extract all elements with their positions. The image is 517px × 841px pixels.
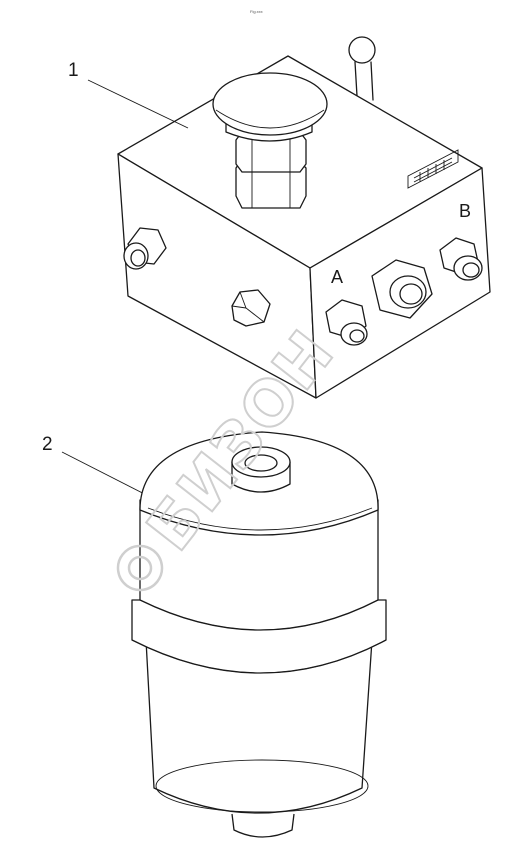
port-b-label: B: [459, 201, 471, 221]
part-1-callout: 1: [68, 60, 189, 129]
port-a-fitting: [325, 299, 368, 346]
push-button: [212, 72, 328, 209]
port-a-label: A: [331, 267, 343, 287]
port-b-fitting: [439, 237, 483, 281]
top-note: Fig.xxx: [250, 9, 263, 14]
lever: [348, 36, 376, 101]
part-2-label: 2: [42, 434, 53, 455]
rating-plate: [407, 149, 459, 189]
valve-block: A B: [117, 36, 491, 399]
part-1-label: 1: [68, 60, 79, 81]
canister: [131, 431, 387, 838]
side-fitting: [123, 227, 167, 270]
center-port-fitting: [371, 259, 433, 319]
front-plug: [231, 289, 271, 327]
canister-top-port: [231, 446, 291, 493]
